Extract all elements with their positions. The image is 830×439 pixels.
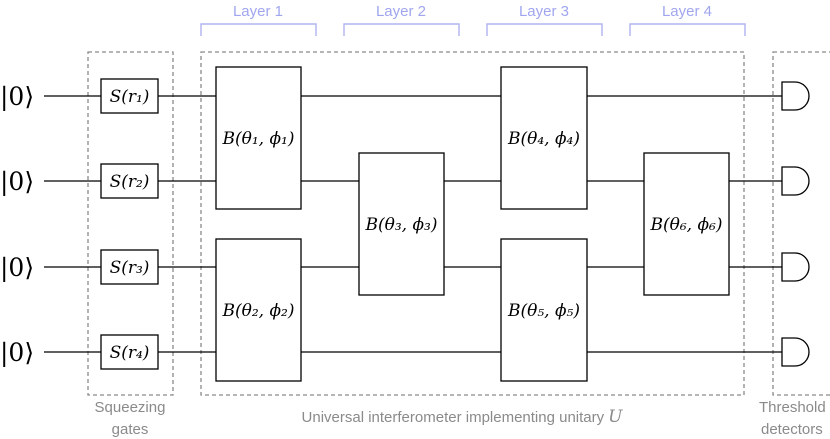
layer-1-label: Layer 1 [233,3,283,20]
squeezing-caption-line-2: gates [112,421,149,438]
interferometer-caption: Universal interferometer implementing un… [302,407,624,427]
beamsplitter-2 [215,238,302,382]
squeezing-gate-1 [100,78,159,114]
input-ket-4: |0⟩ [0,338,34,368]
beamsplitter-3 [358,152,445,296]
beamsplitter-5 [500,238,588,382]
input-ket-1: |0⟩ [0,82,34,112]
squeezing-group-box [87,51,174,396]
input-ket-3: |0⟩ [0,253,34,283]
squeezing-gate-4-label: S(r₄) [110,343,150,363]
interferometer-group-box [200,51,745,396]
beamsplitter-6-label: B(θ₆, ϕ₆) [649,215,722,235]
layer-4-bracket [629,23,746,36]
detector-group-box [772,51,830,396]
detector-icon-3 [781,252,810,282]
interferometer-caption-text: Universal interferometer implementing un… [302,409,605,426]
beamsplitter-5-label: B(θ₅, ϕ₅) [507,301,580,321]
layer-brackets [200,23,746,36]
layer-2-label: Layer 2 [376,3,426,20]
beamsplitter-2-label: B(θ₂, ϕ₂) [221,301,294,321]
squeezing-gate-3 [100,249,159,285]
layer-3-label: Layer 3 [519,3,569,20]
layer-2-bracket [343,23,460,36]
beamsplitter-3-label: B(θ₃, ϕ₃) [364,215,437,235]
squeezing-gate-3-label: S(r₃) [110,258,150,278]
beamsplitter-4 [500,66,588,210]
beamsplitter-4-label: B(θ₄, ϕ₄) [507,129,580,149]
input-ket-2: |0⟩ [0,167,34,197]
beamsplitter-6 [643,152,730,296]
detector-icon-1 [781,81,810,111]
layer-3-bracket [486,23,603,36]
squeezing-gate-2 [100,163,159,199]
unitary-symbol: U [608,407,623,427]
detector-caption-line-1: Threshold [759,399,826,416]
layer-1-bracket [200,23,317,36]
squeezing-gate-2-label: S(r₂) [110,172,150,192]
beamsplitter-1-label: B(θ₁, ϕ₁) [221,129,294,149]
beamsplitter-1 [215,66,302,210]
squeezing-gate-4 [100,334,159,370]
squeezing-gate-1-label: S(r₁) [110,87,150,107]
detector-icon-4 [781,337,810,367]
detector-icon-2 [781,166,810,196]
detector-caption-line-2: detectors [761,421,823,438]
layer-4-label: Layer 4 [662,3,712,20]
squeezing-caption-line-1: Squeezing [95,399,166,416]
